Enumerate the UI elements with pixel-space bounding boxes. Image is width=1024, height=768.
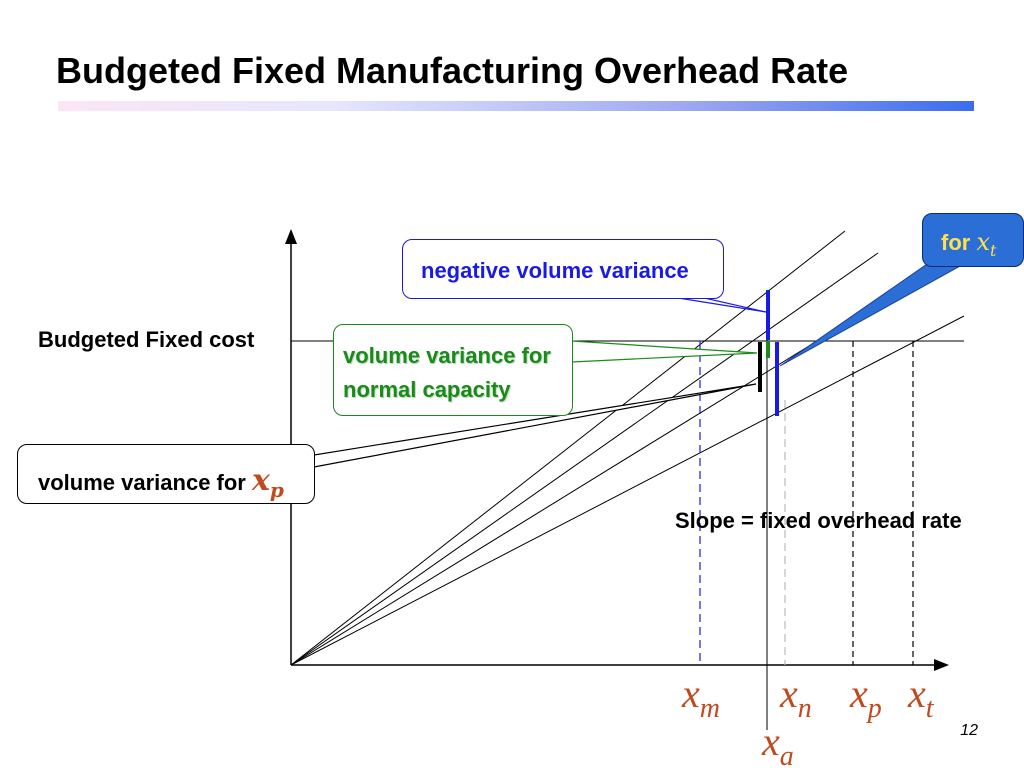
- x-label-t-var: x: [908, 671, 926, 716]
- x-label-p-sub: p: [867, 693, 882, 724]
- x-label-p: xp: [850, 674, 882, 723]
- x-label-m-sub: m: [699, 693, 720, 724]
- slope-line-n: [290, 252, 879, 666]
- normal-capacity-callout: volume variance for normal capacity: [333, 324, 573, 416]
- slope-label: Slope = fixed overhead rate: [675, 508, 962, 533]
- x-label-t-sub: t: [925, 693, 934, 724]
- theoretical-var-x: x: [976, 228, 990, 256]
- practical-capacity-callout: volume variance for xp: [17, 444, 315, 504]
- slide-title: Budgeted Fixed Manufacturing Overhead Ra…: [56, 50, 849, 91]
- theoretical-capacity-text: for xt: [941, 228, 996, 260]
- x-label-n-var: x: [780, 671, 798, 716]
- negative-volume-variance-text: negative volume variance: [421, 258, 689, 283]
- theoretical-capacity-callout: for xt: [922, 213, 1024, 267]
- theoretical-capacity-prefix: for: [941, 230, 971, 255]
- practical-var-sub: p: [269, 478, 284, 502]
- theoretical-var-sub: t: [990, 240, 997, 260]
- practical-capacity-prefix: volume variance for: [38, 470, 246, 495]
- normal-capacity-pointer: [571, 340, 758, 363]
- x-label-p-var: x: [850, 671, 868, 716]
- x-label-m: xm: [682, 674, 720, 723]
- normal-capacity-text-line1: volume variance for: [343, 343, 551, 368]
- x-label-a-sub: a: [779, 741, 794, 768]
- practical-var-x: x: [252, 463, 270, 498]
- theoretical-capacity-var: xt: [976, 228, 996, 260]
- practical-capacity-text: volume variance for xp: [38, 463, 284, 502]
- title-underline: [58, 101, 974, 111]
- budgeted-fixed-cost-label: Budgeted Fixed cost: [38, 327, 255, 352]
- practical-capacity-var: xp: [252, 463, 284, 502]
- normal-capacity-text-line2: normal capacity: [343, 377, 511, 402]
- page-number: 12: [960, 722, 978, 739]
- x-label-m-var: x: [682, 671, 700, 716]
- x-label-t: xt: [908, 674, 934, 723]
- x-label-a-var: x: [762, 719, 780, 764]
- slope-line-t: [290, 315, 965, 666]
- x-label-n: xn: [780, 674, 812, 723]
- theoretical-pointer: [779, 261, 962, 367]
- x-label-a: xa: [762, 722, 794, 768]
- negative-volume-variance-callout: negative volume variance: [402, 239, 724, 299]
- slope-line-m: [290, 230, 846, 666]
- x-label-n-sub: n: [797, 693, 812, 724]
